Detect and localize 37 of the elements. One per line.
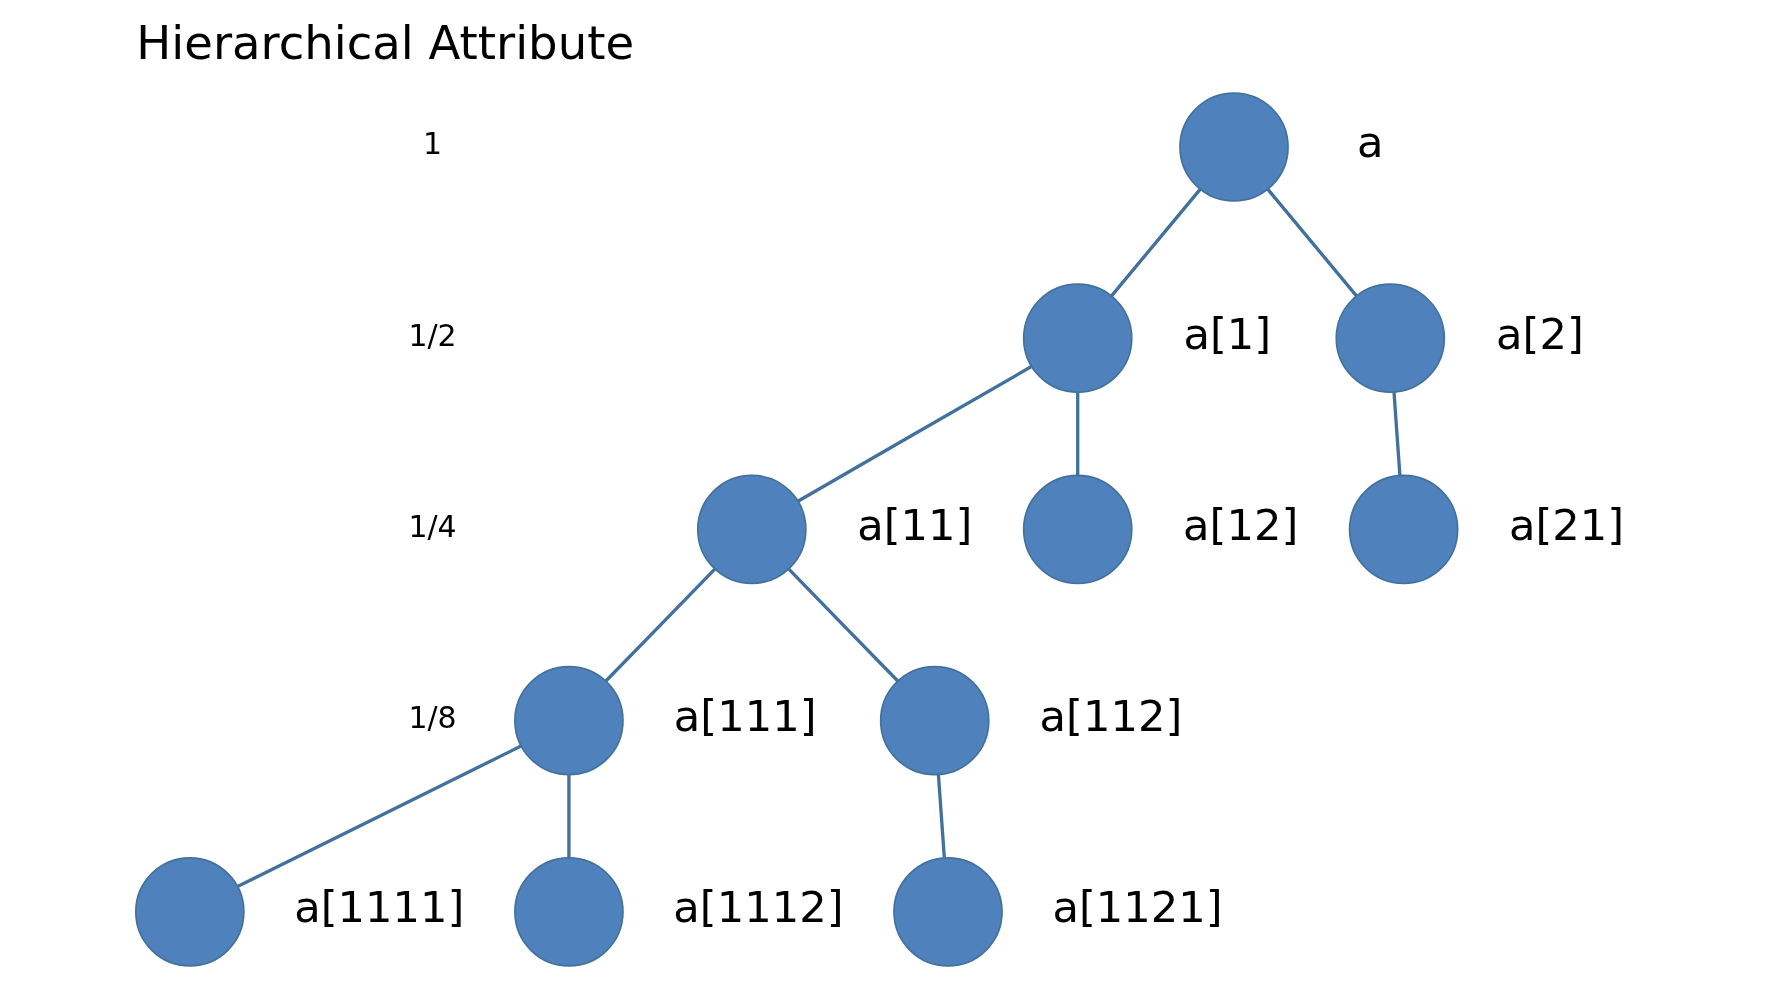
node-circle xyxy=(514,856,624,967)
node-circle xyxy=(1022,283,1133,394)
connector xyxy=(1266,188,1358,297)
node-label: a[2] xyxy=(1496,308,1584,359)
connector xyxy=(604,567,716,683)
node-circle xyxy=(879,665,990,776)
diagram-title: Hierarchical Attribute xyxy=(136,15,635,70)
node-label: a[1] xyxy=(1183,308,1272,359)
label: 1/2 xyxy=(408,317,457,353)
node-label: a[1121] xyxy=(1052,882,1223,933)
connector xyxy=(237,744,522,888)
connector xyxy=(787,567,899,683)
connector xyxy=(1392,392,1402,476)
node-circle xyxy=(514,665,624,776)
node-label: a[12] xyxy=(1183,499,1299,550)
node-label: a[11] xyxy=(857,499,973,550)
node-label: a[1111] xyxy=(294,882,465,933)
node-circle xyxy=(1348,474,1459,585)
connector xyxy=(797,365,1032,503)
node-label: a xyxy=(1357,117,1384,168)
node-label: a[21] xyxy=(1508,499,1625,550)
node-circle xyxy=(1335,283,1446,394)
node-circle xyxy=(1022,474,1133,585)
connector xyxy=(936,774,946,858)
label: 1/4 xyxy=(408,508,457,544)
connector xyxy=(1076,392,1080,476)
node-circle xyxy=(134,856,245,967)
node-label: a[112] xyxy=(1039,691,1183,742)
node-circle xyxy=(1179,92,1289,202)
node-circle xyxy=(893,856,1003,967)
connector xyxy=(567,775,571,858)
connector xyxy=(1110,188,1202,297)
node-label: a[111] xyxy=(673,691,817,742)
node-label: a[1112] xyxy=(673,882,844,933)
label: 1/8 xyxy=(408,699,457,735)
node-circle xyxy=(696,474,807,585)
label: 1 xyxy=(423,126,443,162)
